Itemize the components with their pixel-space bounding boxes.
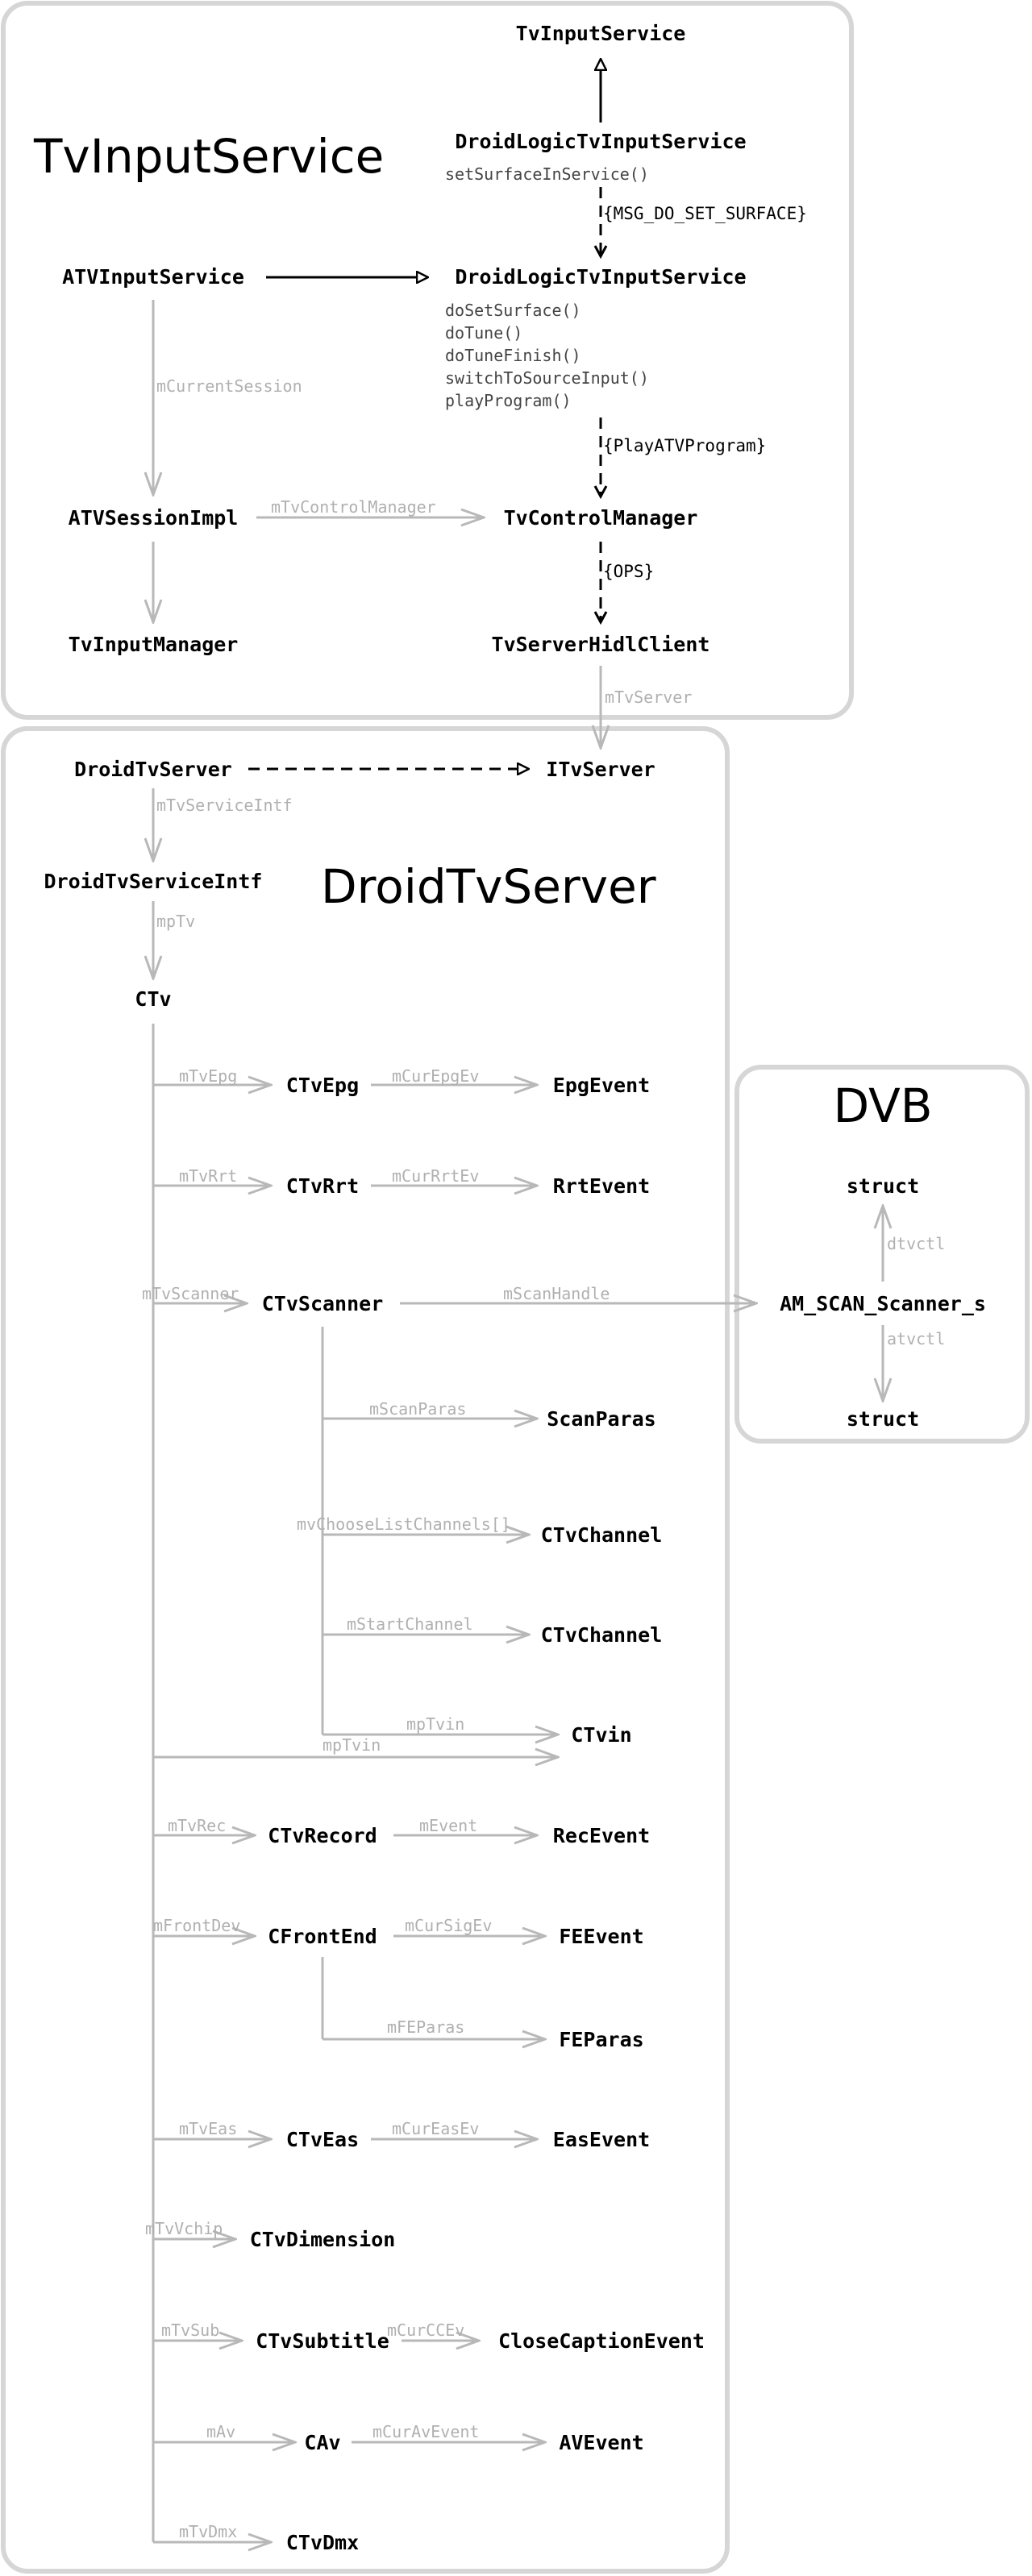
node-rrt-event: RrtEvent <box>553 1174 650 1198</box>
node-ctv-dmx: CTvDmx <box>286 2531 359 2554</box>
label-scan-paras: mScanParas <box>369 1399 466 1419</box>
cluster-dvb: DVB <box>734 1065 1030 1444</box>
node-fe-paras: FEParas <box>559 2028 643 2051</box>
edge-labels: mCurrentSession mTvControlManager mTvSer… <box>142 376 945 2541</box>
label-cur-epg-ev: mCurEpgEv <box>392 1066 479 1086</box>
annotation-msg-do-set-surface: {MSG_DO_SET_SURFACE} <box>603 204 807 223</box>
label-mp-tvin-ctv: mpTvin <box>322 1735 381 1755</box>
annotations: {MSG_DO_SET_SURFACE} {PlayATVProgram} {O… <box>603 204 807 581</box>
label-scan-handle: mScanHandle <box>503 1284 610 1303</box>
node-itv-server: ITvServer <box>546 758 655 781</box>
node-ctv: CTv <box>135 987 171 1011</box>
node-ctv-channel-start: CTvChannel <box>541 1623 663 1647</box>
method-list-droidlogic-impl: doSetSurface() doTune() doTuneFinish() s… <box>445 301 649 410</box>
node-fe-event: FEEvent <box>559 1925 643 1948</box>
label-cur-av-event: mCurAvEvent <box>372 2422 479 2441</box>
node-close-caption-event: CloseCaptionEvent <box>498 2329 705 2353</box>
method-item: doTune() <box>445 323 522 343</box>
cluster-tvinputservice: TvInputService <box>1 1 854 720</box>
method-item: switchToSourceInput() <box>445 368 649 388</box>
node-epg-event: EpgEvent <box>553 1074 650 1097</box>
label-choose-list-channels: mvChooseListChannels[] <box>297 1514 510 1534</box>
node-ctv-scanner: CTvScanner <box>262 1292 384 1315</box>
node-ctv-subtitle: CTvSubtitle <box>256 2329 389 2353</box>
node-av-event: AVEvent <box>559 2431 643 2454</box>
label-cur-sig-ev: mCurSigEv <box>405 1916 492 1935</box>
label-tv-server: mTvServer <box>605 688 692 707</box>
label-tv-control-manager: mTvControlManager <box>271 497 436 517</box>
label-atvctl: atvctl <box>887 1329 945 1348</box>
node-droidlogic-tv-input-service-parent: DroidLogicTvInputService <box>455 130 746 153</box>
node-ctv-record: CTvRecord <box>268 1824 377 1847</box>
node-struct-atv: struct <box>847 1407 919 1431</box>
node-eas-event: EasEvent <box>553 2128 650 2151</box>
label-start-channel: mStartChannel <box>347 1614 473 1634</box>
node-am-scan-scanner-s: AM_SCAN_Scanner_s <box>780 1292 986 1315</box>
node-droidlogic-tv-input-service: DroidLogicTvInputService <box>455 265 746 289</box>
label-fe-paras: mFEParas <box>387 2017 464 2037</box>
label-current-session: mCurrentSession <box>156 376 302 396</box>
node-rec-event: RecEvent <box>553 1824 650 1847</box>
node-tv-input-manager: TvInputManager <box>69 633 239 656</box>
node-atv-session-impl: ATVSessionImpl <box>69 506 239 530</box>
label-tv-vchip: mTvVchip <box>145 2219 223 2238</box>
association-edges <box>153 300 883 2542</box>
annotation-play-atv-program: {PlayATVProgram} <box>603 436 766 455</box>
method-item: doSetSurface() <box>445 301 581 320</box>
nodes: TvInputService DroidLogicTvInputService … <box>44 22 986 2554</box>
label-mp-tvin-scanner: mpTvin <box>406 1714 464 1734</box>
label-mp-tv: mpTv <box>156 912 195 931</box>
label-tv-rec: mTvRec <box>168 1816 226 1835</box>
method-item: doTuneFinish() <box>445 346 581 365</box>
cluster-title-droidtvserver: DroidTvServer <box>321 859 656 914</box>
node-ctv-rrt: CTvRrt <box>286 1174 359 1198</box>
label-cur-cc-ev: mCurCCEv <box>387 2320 464 2340</box>
node-atv-input-service: ATVInputService <box>62 265 244 289</box>
cluster-droidtvserver: DroidTvServer <box>1 726 730 2574</box>
node-struct-dtv: struct <box>847 1174 919 1198</box>
method-item: setSurfaceInService() <box>445 164 649 184</box>
node-ctvin: CTvin <box>571 1723 631 1747</box>
label-av: mAv <box>206 2422 235 2441</box>
label-cur-rrt-ev: mCurRrtEv <box>392 1166 479 1186</box>
label-tv-dmx: mTvDmx <box>179 2522 237 2541</box>
cluster-title-dvb: DVB <box>833 1078 932 1133</box>
label-event: mEvent <box>419 1816 477 1835</box>
inheritance-edges <box>248 60 601 769</box>
node-tv-server-hidl-client: TvServerHidlClient <box>492 633 710 656</box>
annotation-ops: {OPS} <box>603 562 654 581</box>
node-droid-tv-server: DroidTvServer <box>74 758 232 781</box>
label-cur-eas-ev: mCurEasEv <box>392 2119 479 2138</box>
label-tv-scanner: mTvScanner <box>142 1284 239 1303</box>
node-ctv-channel-list: CTvChannel <box>541 1523 663 1547</box>
node-scan-paras: ScanParas <box>547 1407 655 1431</box>
method-item: playProgram() <box>445 391 572 410</box>
node-ctv-eas: CTvEas <box>286 2128 359 2151</box>
label-dtvctl: dtvctl <box>887 1234 945 1253</box>
node-tv-input-service: TvInputService <box>516 22 686 45</box>
node-ctv-epg: CTvEpg <box>286 1074 359 1097</box>
method-list-droidlogic-parent: setSurfaceInService() <box>445 164 649 184</box>
label-tv-rrt: mTvRrt <box>179 1166 237 1186</box>
label-tv-service-intf: mTvServiceIntf <box>156 796 293 815</box>
label-tv-eas: mTvEas <box>179 2119 237 2138</box>
label-tv-sub: mTvSub <box>161 2320 219 2340</box>
node-ctv-dimension: CTvDimension <box>250 2228 396 2251</box>
node-cav: CAv <box>304 2431 340 2454</box>
cluster-title-tvinputservice: TvInputService <box>33 129 384 184</box>
node-tv-control-manager: TvControlManager <box>504 506 698 530</box>
label-tv-epg: mTvEpg <box>179 1066 237 1086</box>
label-front-dev: mFrontDev <box>153 1916 240 1935</box>
node-cfront-end: CFrontEnd <box>268 1925 377 1948</box>
node-droid-tv-service-intf: DroidTvServiceIntf <box>44 870 263 893</box>
